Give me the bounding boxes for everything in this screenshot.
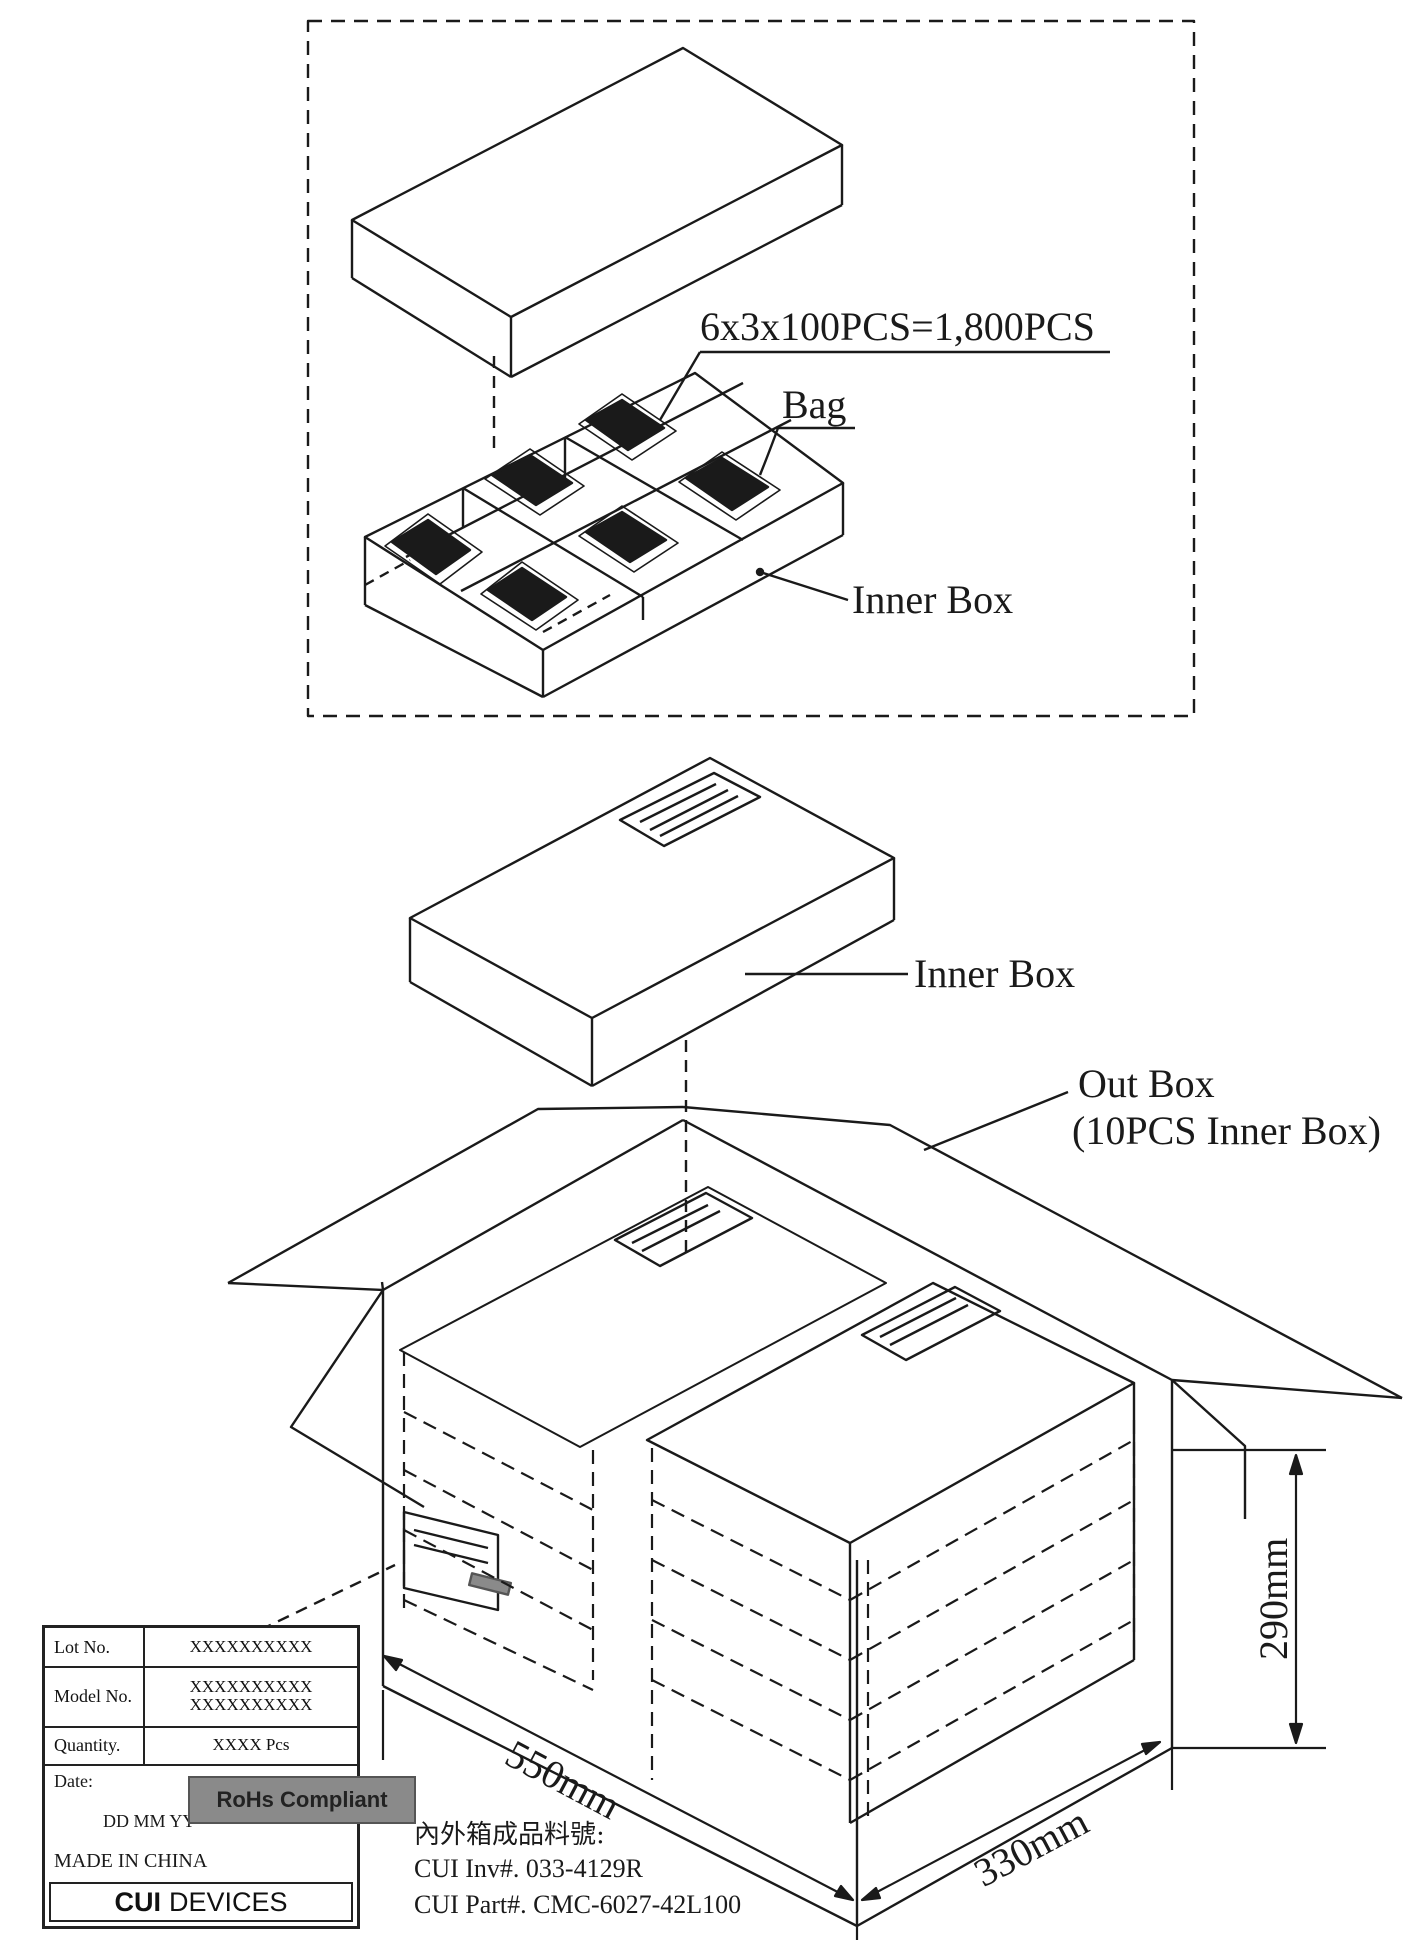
date-label: Date: [54, 1771, 93, 1791]
note-part: CUI Part#. CMC-6027-42L100 [414, 1890, 742, 1919]
inner-box-lid-label: Inner Box [914, 951, 1076, 996]
bag-label: Bag [782, 382, 847, 427]
note-title: 內外箱成品料號: [414, 1820, 605, 1850]
quantity-formula-label: 6x3x100PCS=1,800PCS [700, 304, 1095, 349]
model-no-label: Model No. [45, 1666, 145, 1726]
date-value: DD MM YY [103, 1811, 196, 1831]
inner-box-tray-label: Inner Box [852, 577, 1014, 622]
brand-rest: DEVICES [168, 1886, 288, 1917]
origin-text: MADE IN CHINA [54, 1850, 208, 1872]
model-no-value-1: XXXXXXXXXX [189, 1677, 313, 1697]
brand-logo: CUI DEVICES [49, 1882, 353, 1922]
quantity-label: Quantity. [45, 1726, 145, 1764]
stacked-inner-box-right [399, 1186, 1136, 1825]
bag-outlines [384, 393, 781, 631]
out-box-count-label: (10PCS Inner Box) [1072, 1108, 1381, 1153]
brand-bold: CUI [114, 1886, 161, 1917]
dimension-lines [381, 1448, 1326, 1940]
rohs-badge: RoHs Compliant [188, 1776, 416, 1824]
inner-box-lid-top [350, 46, 844, 379]
inner-box-tray [363, 371, 845, 699]
quantity-value: XXXX Pcs [212, 1735, 290, 1755]
detail-frame [306, 19, 1196, 718]
lot-no-value: XXXXXXXXXX [189, 1637, 313, 1657]
dimension-height: 290mm [1251, 1537, 1296, 1660]
note-inventory: CUI Inv#. 033-4129R [414, 1854, 643, 1883]
model-no-value-2: XXXXXXXXXX [189, 1695, 313, 1714]
lot-no-label: Lot No. [45, 1628, 145, 1666]
stack-hidden-lines [402, 1352, 1136, 1820]
inner-box-middle [408, 756, 896, 1088]
out-box-label: Out Box [1078, 1061, 1215, 1106]
component-bags [390, 398, 770, 622]
